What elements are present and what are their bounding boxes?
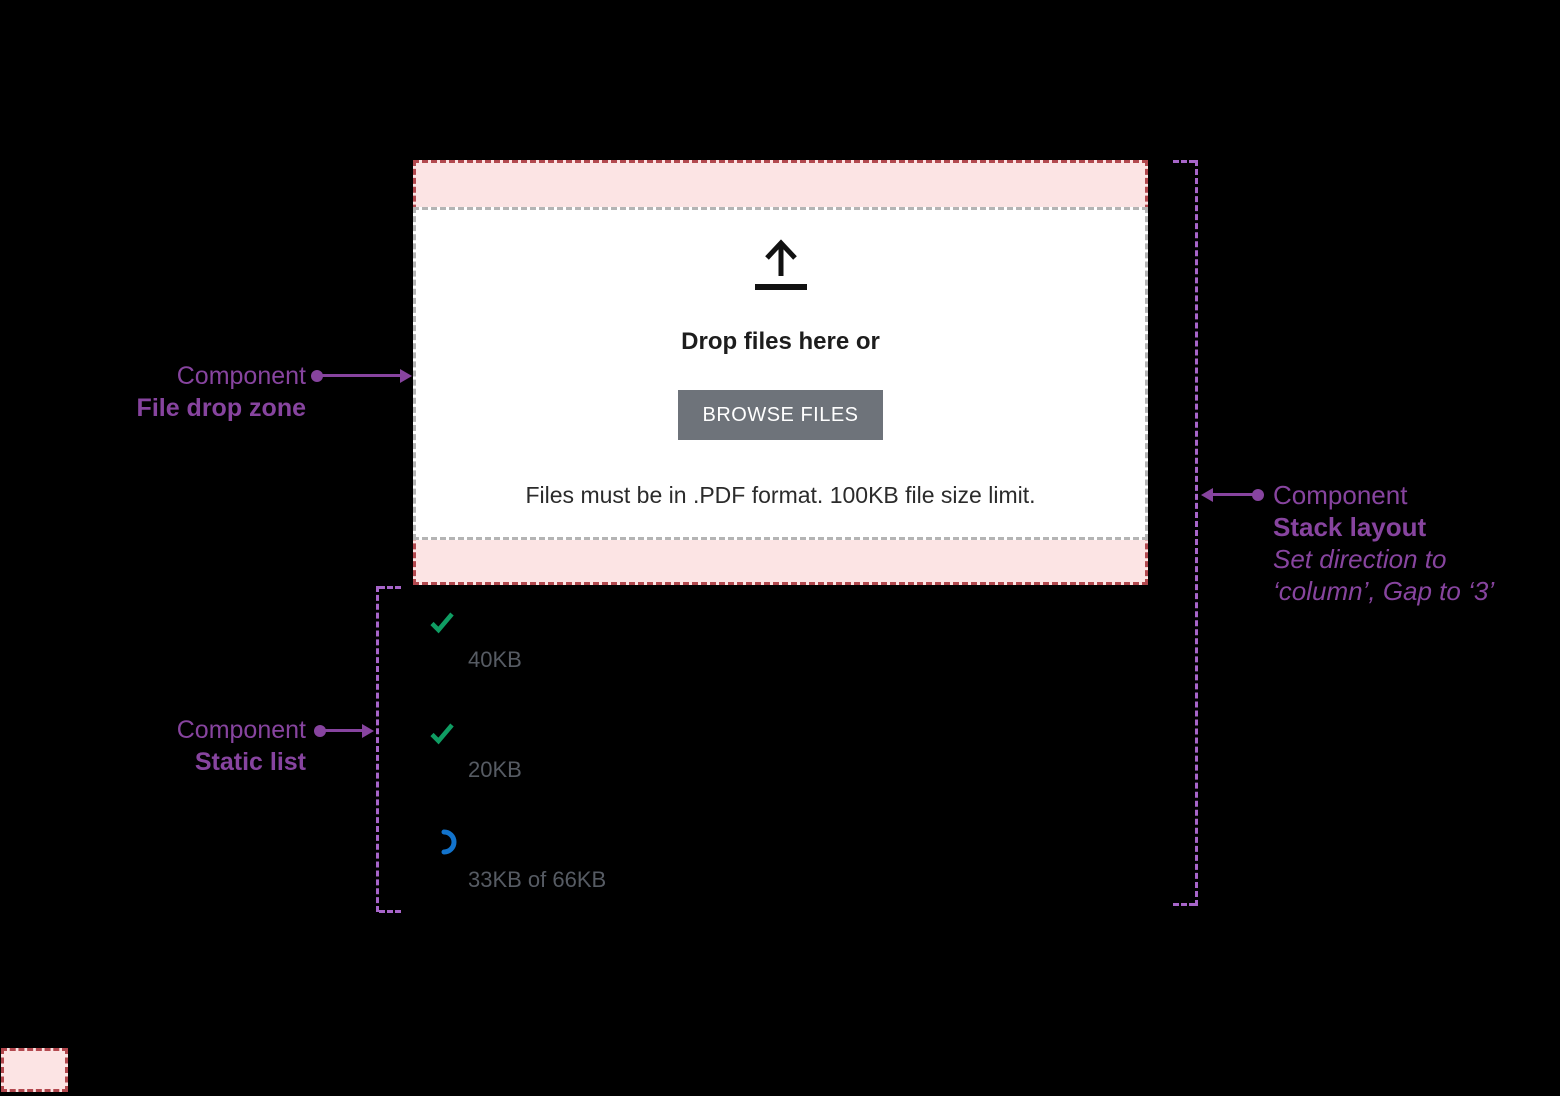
annotation-title: Stack layout (1273, 512, 1427, 542)
file-size-label: 33KB of 66KB (468, 867, 607, 892)
drop-zone-title: Drop files here or (681, 328, 880, 355)
annotation-note: ‘column’, Gap to ‘3’ (1273, 576, 1495, 606)
stack-layout-outline-stub (1173, 903, 1195, 906)
annotation-stack-layout: Component Stack layout Set direction to … (1273, 479, 1494, 607)
file-size-label: 20KB (468, 757, 522, 782)
stack-layout-outline (1195, 160, 1198, 906)
annotation-eyebrow: Component (176, 362, 306, 390)
annotation-arrow (317, 374, 402, 377)
padding-swatch (1, 1048, 68, 1092)
annotation-eyebrow: Component (1273, 480, 1408, 510)
arrow-head-icon (1201, 488, 1213, 502)
annotation-arrow (320, 729, 364, 732)
arrow-head-icon (362, 724, 374, 738)
annotation-eyebrow: Component (176, 716, 306, 744)
annotation-static-list: Component Static list (177, 714, 306, 778)
annotation-note: Set direction to (1273, 544, 1447, 574)
file-size-label: 40KB (468, 647, 522, 672)
arrow-head-icon (400, 369, 412, 383)
arrow-dot (1252, 489, 1264, 501)
check-icon (430, 612, 454, 634)
file-drop-zone-padding: Drop files here or BROWSE FILES Files mu… (413, 160, 1148, 585)
drop-zone-hint: Files must be in .PDF format. 100KB file… (525, 482, 1036, 508)
annotation-title: Static list (194, 748, 306, 776)
static-list-outline (376, 586, 379, 912)
check-icon (430, 723, 454, 745)
static-list-outline-stub (379, 586, 401, 589)
browse-files-button[interactable]: BROWSE FILES (678, 390, 883, 440)
upload-icon (754, 239, 807, 290)
annotation-title: File drop zone (136, 394, 306, 422)
static-list-outline-stub (379, 910, 401, 913)
stack-layout-outline-stub (1173, 160, 1195, 163)
file-drop-target[interactable]: Drop files here or BROWSE FILES Files mu… (413, 207, 1148, 540)
spinner-icon (441, 829, 457, 855)
annotation-file-drop-zone: Component File drop zone (137, 360, 306, 424)
annotation-arrow (1212, 493, 1254, 496)
